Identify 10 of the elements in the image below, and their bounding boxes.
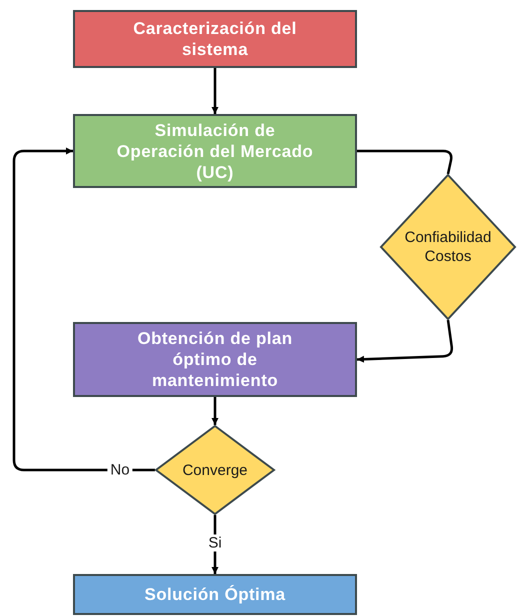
arrow	[212, 68, 218, 114]
arrow	[12, 148, 155, 472]
arrow	[356, 320, 454, 363]
process-box: Solución Óptima	[73, 574, 357, 615]
decision-text: Confiabilidad Costos	[404, 228, 492, 266]
decision-text: Converge	[182, 460, 248, 480]
process-box: Simulación de Operación del Mercado (UC)	[73, 114, 357, 188]
process-box: Caracterización del sistema	[73, 10, 357, 68]
process-box: Obtención de plan óptimo de mantenimiento	[73, 322, 357, 397]
arrow	[212, 397, 218, 425]
